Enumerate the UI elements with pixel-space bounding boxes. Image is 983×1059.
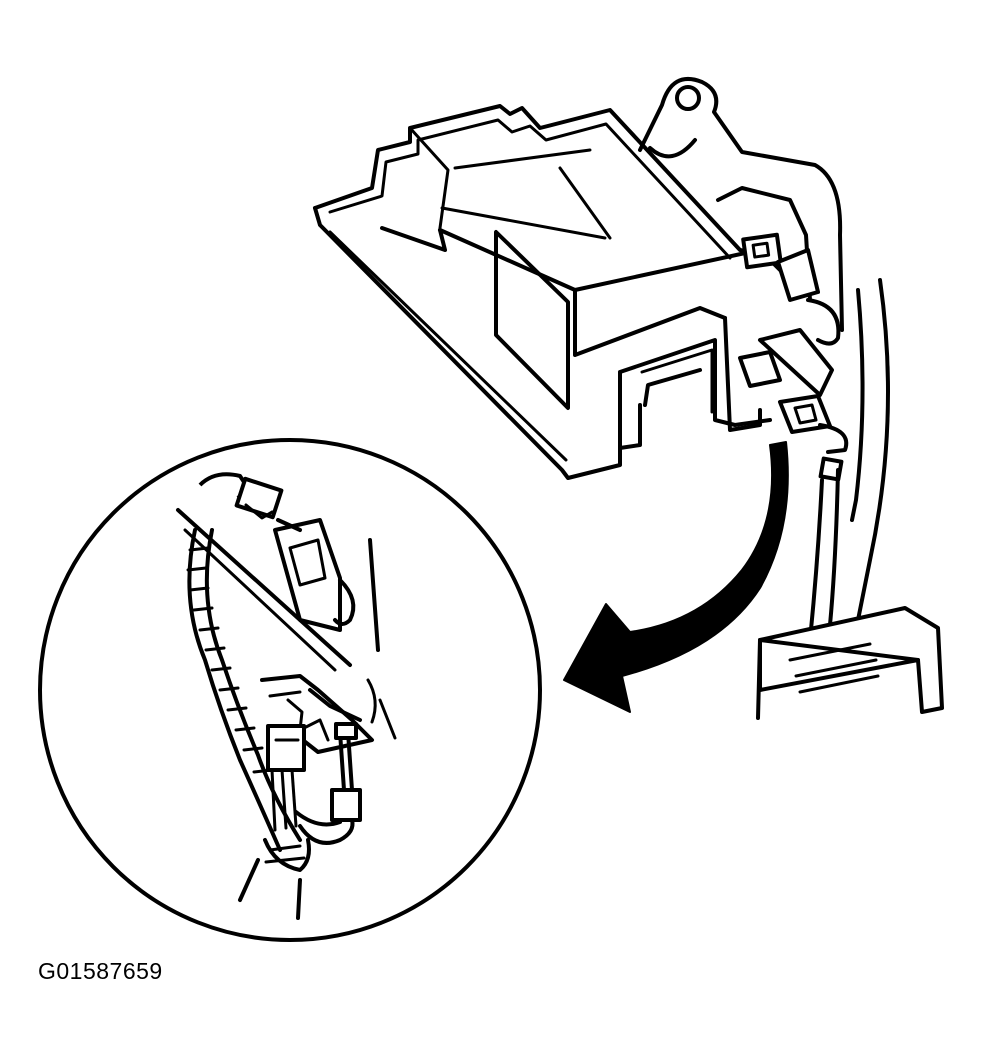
figure-id-label: G01587659 xyxy=(38,958,163,984)
detail-contents xyxy=(176,472,397,920)
mounting-bracket xyxy=(638,76,844,332)
curved-arrow-icon xyxy=(563,441,789,713)
detail-circle xyxy=(38,438,542,942)
module-connectors xyxy=(738,232,849,482)
side-panel xyxy=(808,278,890,642)
pad-block xyxy=(756,606,944,720)
harness-ribs xyxy=(186,546,274,774)
module-housing xyxy=(313,104,812,480)
